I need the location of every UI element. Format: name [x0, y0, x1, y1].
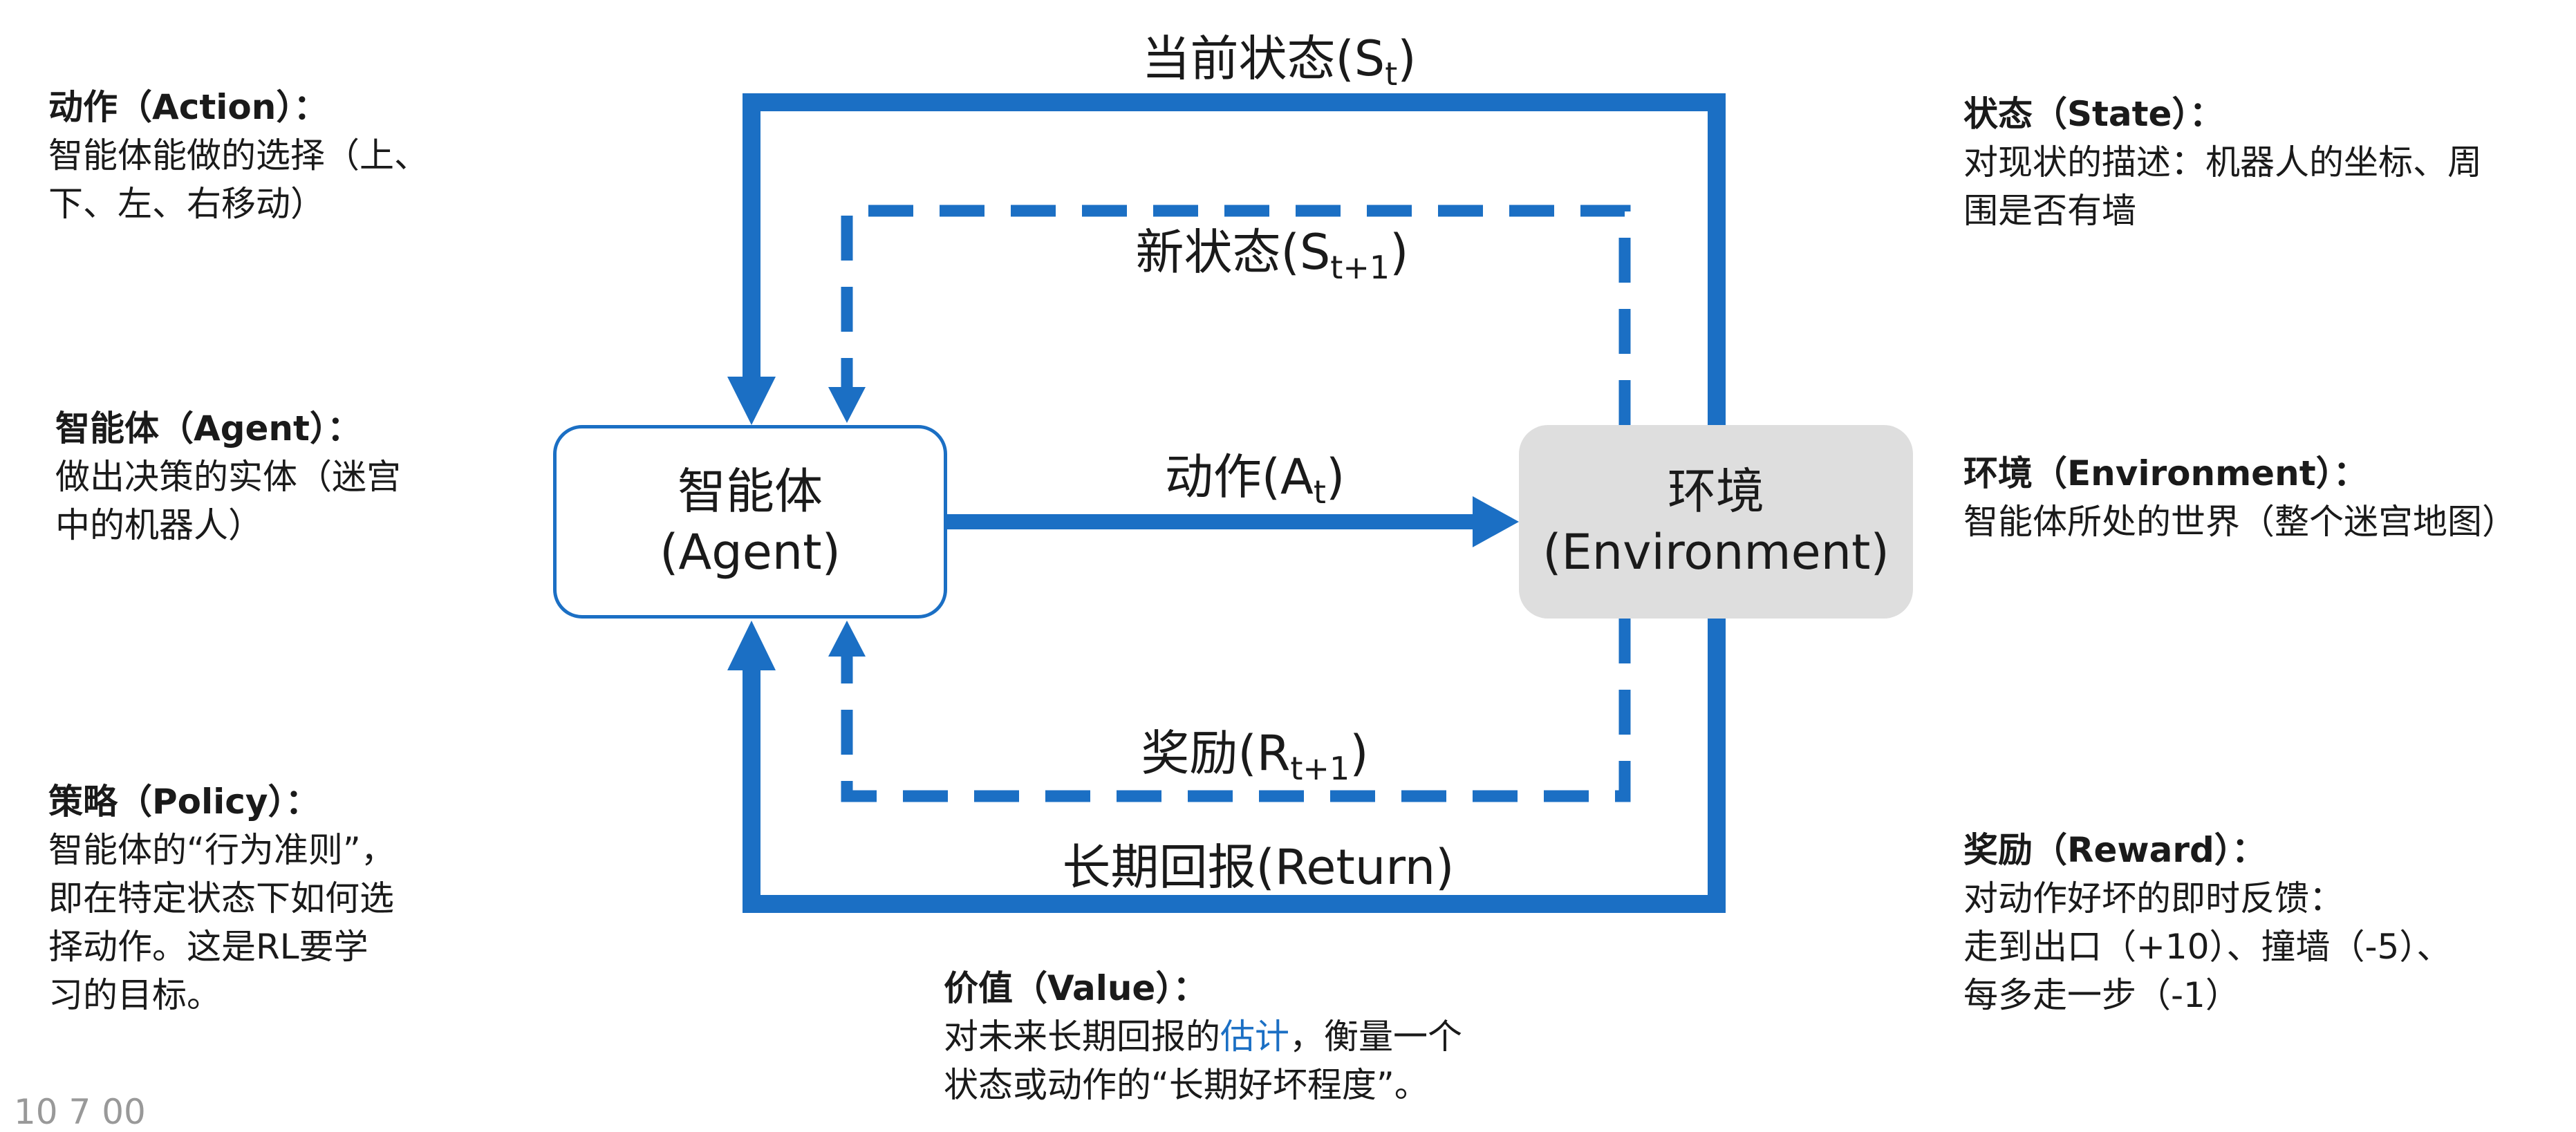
current-state-arrowhead [727, 377, 776, 425]
value-note-line: 状态或动作的“长期好坏程度”。 [944, 1065, 1429, 1105]
environment-node: 环境 (Environment) [1519, 425, 1913, 619]
value-note-title: 价值（Value）： [944, 968, 1208, 1008]
environment-note-line: 智能体所处的世界（整个迷宫地图） [1963, 502, 2517, 542]
environment-node-name: 环境 [1668, 463, 1764, 520]
agent-note: 智能体（Agent）： 做出决策的实体（迷宫 中的机器人） [55, 404, 401, 549]
return-label: 长期回报(Return) [1062, 839, 1455, 896]
action-note-line: 智能体能做的选择（上、 [48, 135, 429, 176]
policy-note-line: 即在特定状态下如何选 [48, 878, 394, 918]
environment-node-english: (Environment) [1542, 524, 1889, 581]
environment-note: 环境（Environment）： 智能体所处的世界（整个迷宫地图） [1963, 449, 2517, 546]
value-note-line: 对未来长期回报的估计，衡量一个 [944, 1017, 1462, 1057]
action-arrowhead [1473, 496, 1519, 547]
reward-arrowhead [828, 621, 866, 657]
agent-node: 智能体 (Agent) [553, 425, 947, 619]
policy-note-line: 智能体的“行为准则”， [48, 830, 395, 870]
current-state-arrow-line [743, 93, 1726, 425]
action-note-title: 动作（Action）： [48, 87, 328, 127]
agent-node-english: (Agent) [660, 524, 841, 581]
value-note: 价值（Value）： 对未来长期回报的估计，衡量一个 状态或动作的“长期好坏程度… [944, 964, 1462, 1109]
policy-note: 策略（Policy）： 智能体的“行为准则”， 即在特定状态下如何选 择动作。这… [48, 777, 395, 1019]
flow-diagram [727, 93, 1726, 913]
reward-note-title: 奖励（Reward）： [1963, 830, 2266, 870]
state-note-title: 状态（State）： [1963, 94, 2224, 134]
reward-note-line: 每多走一步（-1） [1963, 975, 2240, 1015]
new-state-arrowhead [828, 387, 866, 423]
reward-label: 奖励(Rt+1) [1141, 725, 1369, 787]
new-state-label: 新状态(St+1) [1135, 224, 1409, 286]
action-label: 动作(At) [1164, 449, 1345, 511]
agent-node-name: 智能体 [678, 463, 823, 520]
footer-text: 10 7 00 [14, 1092, 146, 1132]
action-note: 动作（Action）： 智能体能做的选择（上、 下、左、右移动） [48, 83, 429, 228]
policy-note-title: 策略（Policy）： [48, 782, 320, 822]
return-arrow-line [743, 619, 1726, 913]
agent-note-line: 做出决策的实体（迷宫 [55, 457, 401, 497]
agent-note-title: 智能体（Agent）： [55, 408, 362, 449]
new-state-arrow-line [841, 205, 1631, 425]
state-note-line: 对现状的描述：机器人的坐标、周 [1963, 142, 2482, 182]
reward-note: 奖励（Reward）： 对动作好坏的即时反馈： 走到出口（+10）、撞墙（-5）… [1963, 826, 2451, 1019]
agent-note-line: 中的机器人） [55, 505, 263, 545]
reward-note-line: 对动作好坏的即时反馈： [1963, 878, 2344, 918]
current-state-label: 当前状态(St) [1141, 30, 1417, 93]
reward-arrow-line [841, 619, 1631, 802]
policy-note-line: 择动作。这是RL要学 [48, 927, 368, 967]
state-note: 状态（State）： 对现状的描述：机器人的坐标、周 围是否有墙 [1963, 90, 2482, 235]
policy-note-line: 习的目标。 [48, 975, 221, 1015]
environment-note-title: 环境（Environment）： [1963, 453, 2368, 493]
state-note-line: 围是否有墙 [1963, 191, 2136, 231]
return-arrowhead [727, 621, 776, 670]
action-note-line: 下、左、右移动） [48, 184, 325, 224]
value-note-highlight: 估计 [1220, 1017, 1289, 1057]
reward-note-line: 走到出口（+10）、撞墙（-5）、 [1963, 927, 2452, 967]
